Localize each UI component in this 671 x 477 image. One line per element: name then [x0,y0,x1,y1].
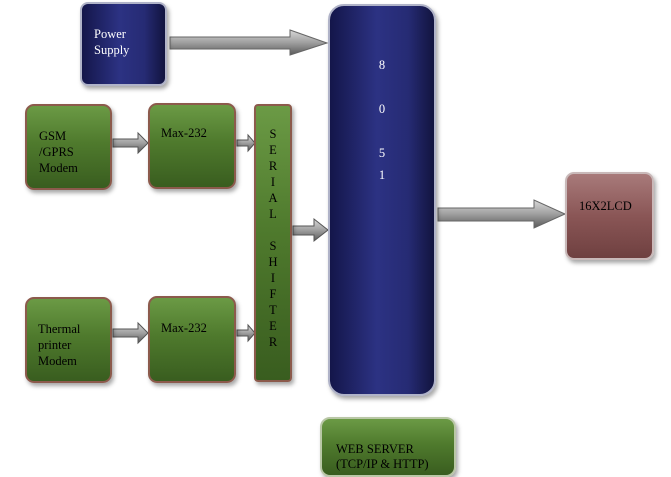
connection-arrows [112,29,567,345]
max232-top-label: Max-232 [161,126,207,140]
max232-bottom-label: Max-232 [161,321,207,335]
thermal-printer-modem-block: Thermal printer Modem [25,297,112,383]
arrow-thermal-to-max232 [112,321,149,345]
web-server-block: WEB SERVER (TCP/IP & HTTP) [320,417,456,477]
serial-shifter-letter: H [268,255,278,269]
power-supply-block: Power Supply [80,2,167,86]
arrow-power-to-mcu [169,29,329,56]
serial-shifter-letter: A [268,191,278,205]
serial-shifter-letter: R [268,159,278,173]
serial-shifter-letter: S [269,127,277,141]
arrow-mcu-to-lcd [437,199,567,229]
serial-shifter-letter: S [269,239,277,253]
arrow-max232-top-to-shifter [236,133,256,153]
serial-shifter-block: S E R I A L S H I F T E R [254,104,292,382]
serial-shifter-letter: R [268,335,278,349]
max232-top-block: Max-232 [148,103,236,189]
arrow-max232-bottom-to-shifter [236,323,256,343]
mcu-digit: 8 [378,58,386,72]
arrow-shifter-to-mcu [292,217,329,243]
mcu-digit: 5 [378,146,386,160]
gsm-modem-label: GSM /GPRS Modem [39,129,78,175]
lcd-display-block: 16X2LCD [565,172,654,260]
gsm-modem-block: GSM /GPRS Modem [25,104,112,190]
arrow-gsm-to-max232 [112,131,149,155]
microcontroller-8051-block: 8 0 5 1 [328,4,436,396]
serial-shifter-letter: I [270,175,276,189]
max232-bottom-block: Max-232 [148,296,236,383]
web-server-label: WEB SERVER (TCP/IP & HTTP) [336,442,429,471]
power-supply-label: Power Supply [94,27,130,57]
lcd-label: 16X2LCD [579,199,632,213]
serial-shifter-letter: E [269,319,277,333]
mcu-digit: 0 [378,102,386,116]
mcu-digit: 1 [378,168,386,182]
serial-shifter-letter: F [269,287,277,301]
thermal-modem-label: Thermal printer Modem [38,322,81,368]
serial-shifter-letter: E [269,143,277,157]
serial-shifter-letter: I [270,271,276,285]
serial-shifter-letter: T [269,303,277,317]
serial-shifter-letter: L [269,207,277,221]
